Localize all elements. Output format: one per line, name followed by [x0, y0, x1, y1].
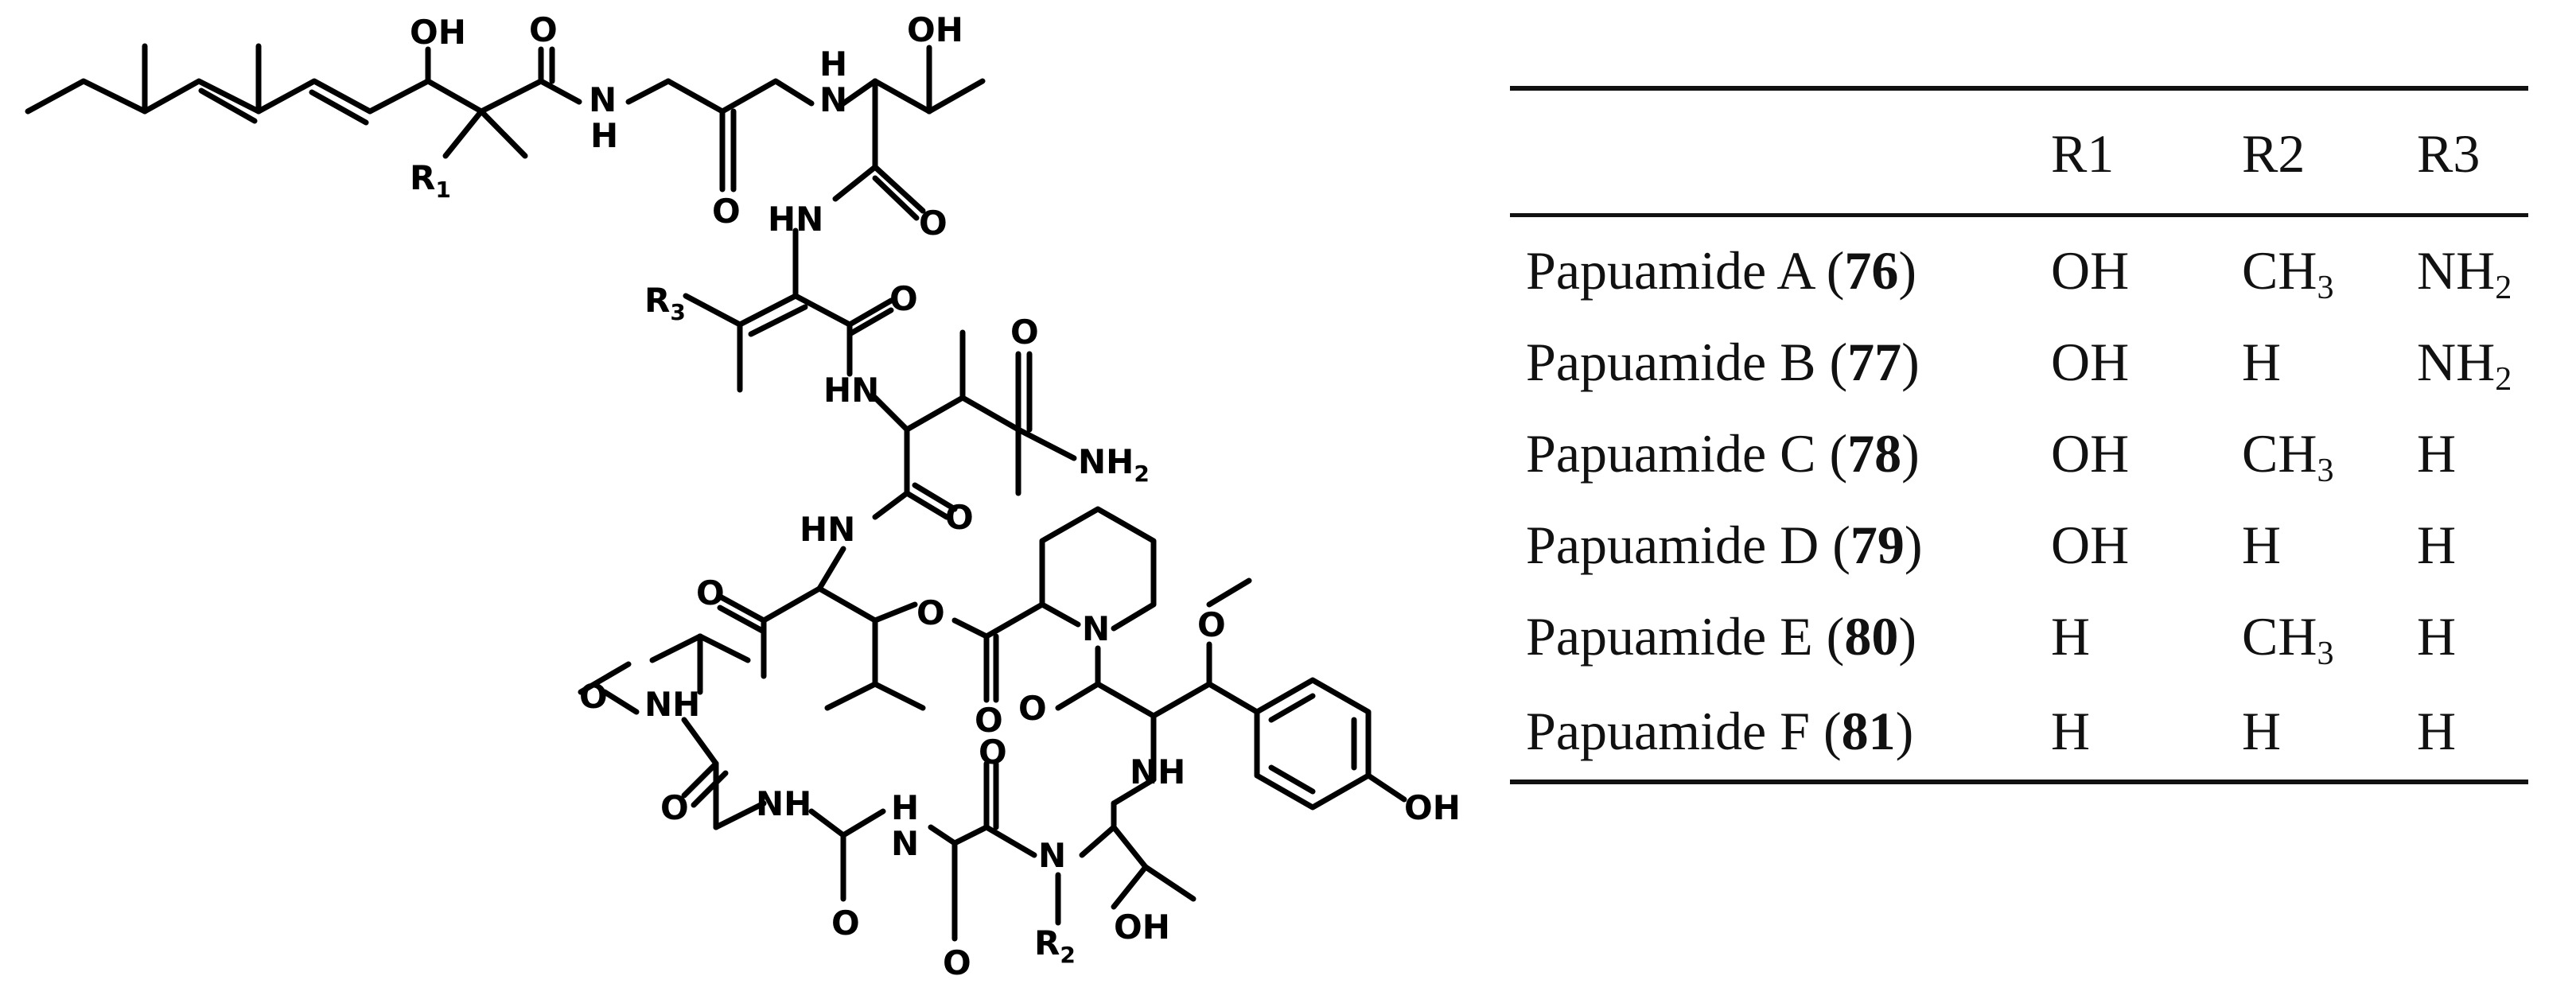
cell-r2: CH3	[2242, 423, 2334, 489]
label-o-11: O	[979, 733, 1007, 772]
table-row: Papuamide C (78) OH CH3 H	[1510, 408, 2528, 500]
label-r3: R3	[644, 281, 686, 325]
label-o-4: O	[889, 279, 918, 318]
header-compound	[1510, 86, 2035, 217]
label-hn-1: HN	[768, 200, 823, 239]
label-o-3: O	[919, 204, 948, 243]
label-r1: R1	[410, 158, 451, 203]
cell-compound: Papuamide E (80)	[1526, 606, 1916, 667]
cell-r2: H	[2242, 515, 2282, 575]
header-r1: R1	[2035, 86, 2226, 217]
label-h-thr: H	[819, 45, 847, 84]
label-n-7: N	[891, 824, 919, 863]
cell-r3: NH2	[2417, 240, 2512, 306]
cell-r3: H	[2417, 515, 2457, 575]
cell-compound: Papuamide C (78)	[1526, 423, 1920, 484]
label-o-6: O	[945, 498, 974, 537]
papuamide-structure: OH OH O N H H N O O R1 HN R3 O HN O NH2 …	[25, 10, 1461, 982]
label-oh-thr-top: OH	[907, 10, 963, 49]
label-o-ome: O	[1197, 605, 1226, 644]
label-hn-3: HN	[800, 510, 855, 549]
cell-r1: OH	[2051, 240, 2130, 301]
label-n-top: N	[589, 80, 617, 119]
label-h-top: H	[590, 116, 618, 155]
label-nh-4: NH	[644, 685, 700, 724]
label-o-7: O	[696, 573, 725, 612]
table-row: Papuamide A (76) OH CH3 NH2	[1510, 216, 2528, 317]
label-oh-phenol: OH	[1404, 788, 1461, 827]
header-r2: R2	[2226, 86, 2401, 217]
cell-r2: H	[2226, 682, 2401, 784]
structure-bonds	[25, 43, 1407, 942]
table-row: Papuamide E (80) H CH3 H	[1510, 591, 2528, 682]
cell-r3: H	[2417, 423, 2457, 484]
structure-labels: OH OH O N H H N O O R1 HN R3 O HN O NH2 …	[410, 10, 1461, 982]
cell-r1: OH	[2051, 423, 2130, 484]
cell-r1: OH	[2051, 515, 2130, 575]
cell-r2: H	[2242, 332, 2282, 392]
label-o-10: O	[660, 788, 689, 827]
label-n-pip: N	[1082, 609, 1110, 648]
label-n-thr: N	[819, 80, 847, 119]
label-o-2: O	[712, 192, 741, 231]
cell-r3: H	[2417, 606, 2457, 667]
label-o-9: O	[1018, 689, 1047, 728]
cell-r1: OH	[2051, 332, 2130, 392]
label-oh-top: OH	[410, 13, 466, 52]
cell-compound: Papuamide A (76)	[1526, 240, 1917, 301]
header-r3: R3	[2401, 86, 2528, 217]
label-o-ester: O	[916, 593, 945, 632]
cell-compound: Papuamide F (81)	[1510, 682, 2035, 784]
table-row: Papuamide B (77) OH H NH2	[1510, 317, 2528, 408]
label-nh-5: NH	[1130, 752, 1185, 791]
label-nh2: NH2	[1078, 442, 1150, 487]
cell-r2: CH3	[2242, 606, 2334, 672]
label-o-5: O	[1010, 313, 1039, 352]
label-o-8: O	[975, 701, 1003, 740]
label-oh-bottom: OH	[1114, 908, 1170, 947]
label-h-7: H	[891, 788, 919, 827]
cell-r3: NH2	[2417, 332, 2512, 398]
label-r2: R2	[1034, 923, 1076, 968]
label-o-13: O	[943, 943, 971, 982]
cell-r1: H	[2035, 682, 2226, 784]
label-nh-6: NH	[756, 784, 811, 823]
label-o-ome2: O	[579, 677, 608, 716]
table-row: Papuamide F (81) H H H	[1510, 682, 2528, 784]
substituent-table: R1 R2 R3 Papuamide A (76) OH CH3 NH2 Pap…	[1510, 86, 2528, 784]
cell-compound: Papuamide D (79)	[1526, 515, 1923, 575]
cell-r1: H	[2051, 606, 2091, 667]
cell-compound: Papuamide B (77)	[1526, 332, 1920, 392]
label-hn-2: HN	[823, 371, 879, 410]
label-o-top: O	[529, 10, 558, 49]
table-row: Papuamide D (79) OH H H	[1510, 500, 2528, 591]
label-n-8: N	[1038, 836, 1066, 875]
cell-r2: CH3	[2242, 240, 2334, 306]
substituent-table-container: R1 R2 R3 Papuamide A (76) OH CH3 NH2 Pap…	[1510, 86, 2528, 784]
cell-r3: H	[2401, 682, 2528, 784]
table-header-row: R1 R2 R3	[1510, 86, 2528, 217]
label-o-12: O	[831, 904, 860, 943]
